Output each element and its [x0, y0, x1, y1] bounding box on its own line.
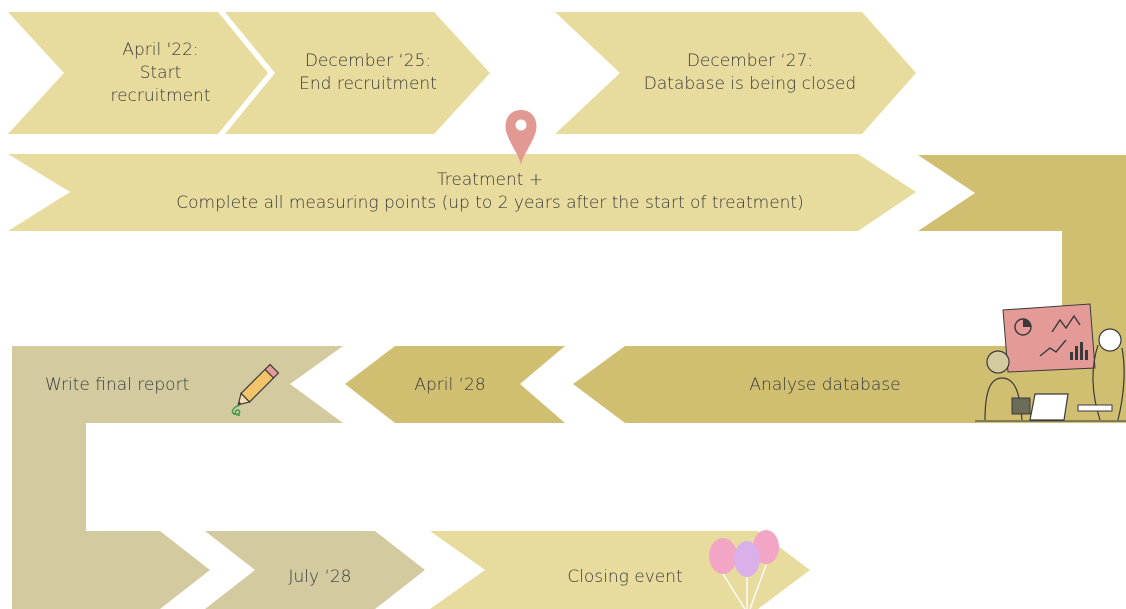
chevron-final-report: [12, 346, 343, 424]
balloons-icon: [709, 530, 779, 609]
chevron-treatment: [8, 154, 916, 231]
chevron-analyse: [573, 346, 1062, 423]
label-closing: Closing event: [567, 566, 683, 587]
label-dec25: December ‘25: End recruitment: [299, 51, 437, 94]
label-april28: April ‘28: [414, 374, 486, 395]
label-analyse: Analyse database: [749, 374, 901, 395]
label-dec27: December ‘27: Database is being closed: [643, 51, 857, 94]
label-july28: July ‘28: [288, 566, 352, 587]
label-april22: April '22: Start recruitment: [110, 39, 211, 106]
turn-arrow-right: [918, 155, 1062, 231]
data-analysis-illustration: [975, 303, 1126, 422]
label-treatment: Treatment + Complete all measuring point…: [176, 170, 804, 213]
chevron-april22: [8, 12, 268, 134]
label-final-report: Write final report: [45, 374, 190, 395]
chevron-dec27: [555, 12, 916, 134]
pencil-icon: [231, 363, 280, 416]
chevron-bottom-start: [12, 531, 210, 609]
chevron-july28: [205, 531, 425, 609]
chevron-april28: [345, 346, 565, 423]
right-connector: [1062, 155, 1126, 423]
chevron-dec25: [225, 12, 490, 134]
location-pin-icon: [505, 110, 537, 166]
